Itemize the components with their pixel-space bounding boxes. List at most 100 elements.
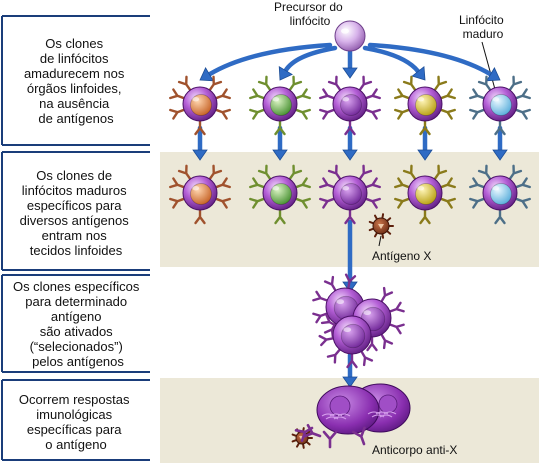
cells-layer [169,20,531,449]
receptor [294,88,311,100]
antibody-shape [294,426,314,442]
antigen-x [368,213,394,239]
cell-highlight [192,97,200,102]
receptor [194,208,206,225]
antigen-spike [305,440,311,446]
antigen-spike [305,430,311,436]
stage-3-box: Os clones específicos para determinado a… [1,274,150,373]
er-stroke [329,413,343,417]
lymphocyte-row1-green [249,75,311,136]
lymphocyte-row2-orange [169,164,231,225]
antigen-spike [291,439,298,443]
receptor [257,164,272,181]
cell-highlight [192,186,200,191]
receptor [249,197,266,209]
precursor-highlight [341,28,349,34]
activated-cell-3 [318,313,374,369]
receptor [294,197,311,209]
antigen-spike [386,230,392,235]
receptor [327,75,342,92]
arrow-shaft [367,42,493,77]
arrow-head [492,149,508,161]
er-stroke [337,413,351,417]
receptor [346,352,358,369]
precursor-membrane [334,20,366,52]
receptor [177,75,192,92]
antibody-2 [322,430,338,449]
arrow-precursor-to-clone-5 [367,42,501,82]
receptor [477,75,492,92]
arrow-precursor-to-clone-4 [362,45,426,81]
receptor [402,164,417,181]
antigen-spike [381,213,385,220]
receptor [514,88,531,100]
arrow-row1-to-row2-2 [272,125,288,161]
cell-highlight [343,327,352,333]
arrow-row1-to-row2-3 [342,125,358,161]
plasma-nucleus [329,395,351,417]
receptor [294,177,311,189]
receptor [312,312,329,324]
cell-highlight [272,186,280,191]
antigen-spike [302,442,305,449]
receptor [358,164,373,181]
receptor [394,88,411,100]
er-stroke [367,411,381,415]
receptor [214,197,231,209]
receptor [514,177,531,189]
er-stroke [371,414,385,418]
receptor [388,323,405,335]
antibody-shape [322,430,338,449]
arrow-precursor-to-clone-1 [199,42,333,82]
receptor [402,75,417,92]
cell-nucleus [340,323,366,349]
receptor [508,164,523,181]
receptor [320,313,337,327]
arrows-layer [192,42,508,388]
receptor [433,75,448,92]
receptor [249,88,266,100]
receptor [323,275,337,292]
arrow-to-response [342,352,358,388]
receptor [214,88,231,100]
arrow-head [342,376,358,388]
receptor [360,350,374,367]
arrow-head [272,149,288,161]
lymphocyte-row2-yellow [394,164,456,225]
antibody-label: Anticorpo anti-X [372,443,457,457]
plasma-cells [316,383,411,435]
receptor [364,177,381,189]
arrow-head [485,67,501,82]
stage-4-box: Ocorrem respostas imunológicas específic… [1,379,150,461]
receptor [477,164,492,181]
antigen-spike [291,433,298,437]
cell-highlight [336,299,345,305]
cell-highlight [417,97,425,102]
mature-label-pointer [481,41,497,94]
arrow-head [278,65,293,81]
lymphocyte-row1-yellow [394,75,456,136]
mature-lymphocyte-label: Linfócito maduro [459,13,507,41]
stage-2-box: Os clones de linfócitos maduros específi… [1,151,150,271]
arrow-row1-to-row2-4 [417,125,433,161]
lymphocyte-row2-blue [469,164,531,225]
receptor [388,301,405,313]
antigen-spike [368,220,375,225]
cell-highlight [272,97,280,102]
arrow-row1-to-row2-1 [192,125,208,161]
stage-3-text: Os clones específicos para determinado a… [13,279,143,369]
antibody-shape [351,426,366,446]
er-stroke [375,411,389,415]
er-stroke [321,413,335,417]
receptor [214,177,231,189]
arrow-row1-to-row2-5 [492,125,508,161]
antigen-x-label: Antígeno X [372,249,431,263]
receptor [319,197,336,209]
receptor [419,119,431,136]
arrow-shaft [283,45,338,73]
receptor [327,164,342,181]
receptor [319,88,336,100]
receptor [419,208,431,225]
